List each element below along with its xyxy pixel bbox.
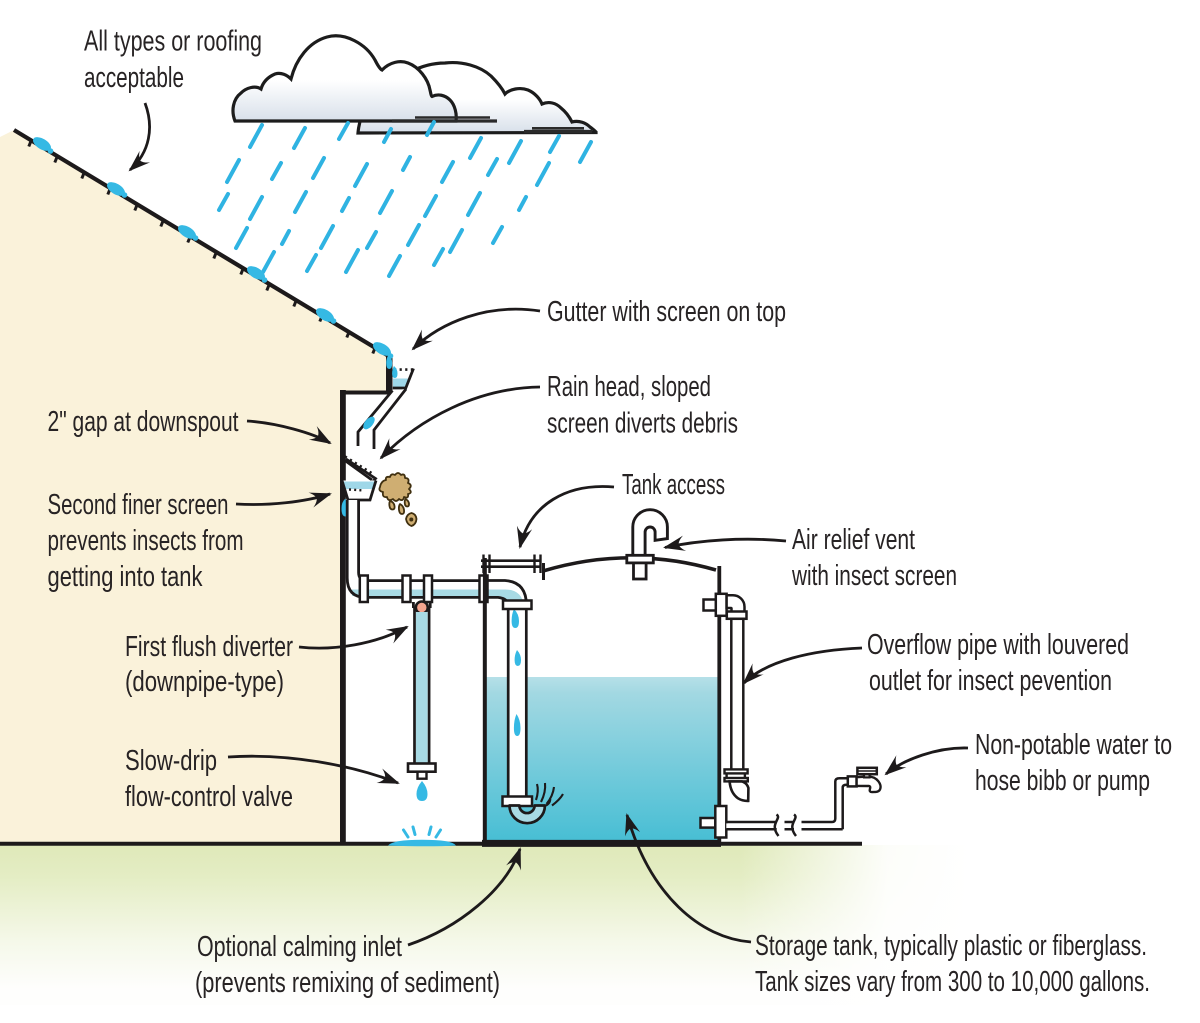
svg-text:Non-potable water to: Non-potable water to <box>975 729 1172 761</box>
svg-text:Overflow pipe with louvered: Overflow pipe with louvered <box>867 629 1129 661</box>
svg-text:outlet for insect pevention: outlet for insect pevention <box>869 665 1112 697</box>
svg-text:First flush diverter: First flush diverter <box>125 631 293 663</box>
svg-text:screen diverts debris: screen diverts debris <box>547 408 738 440</box>
svg-text:Storage tank, typically plasti: Storage tank, typically plastic or fiber… <box>755 930 1147 962</box>
svg-text:getting into tank: getting into tank <box>48 561 203 593</box>
svg-text:acceptable: acceptable <box>84 62 184 94</box>
svg-text:All types or roofing: All types or roofing <box>84 26 262 58</box>
svg-text:Slow-drip: Slow-drip <box>125 745 217 777</box>
svg-text:Air relief vent: Air relief vent <box>792 524 915 556</box>
svg-text:Gutter with screen on top: Gutter with screen on top <box>547 296 786 328</box>
svg-text:hose bibb or pump: hose bibb or pump <box>975 765 1150 797</box>
svg-text:prevents insects from: prevents insects from <box>48 525 244 557</box>
svg-text:Tank access: Tank access <box>622 469 725 501</box>
svg-text:(prevents remixing of sediment: (prevents remixing of sediment) <box>195 967 500 999</box>
svg-text:Rain head, sloped: Rain head, sloped <box>547 371 711 403</box>
svg-text:(downpipe-type): (downpipe-type) <box>125 666 284 698</box>
svg-text:Optional calming inlet: Optional calming inlet <box>197 931 402 963</box>
svg-text:with insect screen: with insect screen <box>791 560 957 592</box>
svg-text:2" gap at downspout: 2" gap at downspout <box>48 406 239 438</box>
svg-text:Tank sizes vary from 300 to 10: Tank sizes vary from 300 to 10,000 gallo… <box>755 966 1150 998</box>
svg-text:Second finer screen: Second finer screen <box>48 489 229 521</box>
svg-text:flow-control valve: flow-control valve <box>125 781 293 813</box>
